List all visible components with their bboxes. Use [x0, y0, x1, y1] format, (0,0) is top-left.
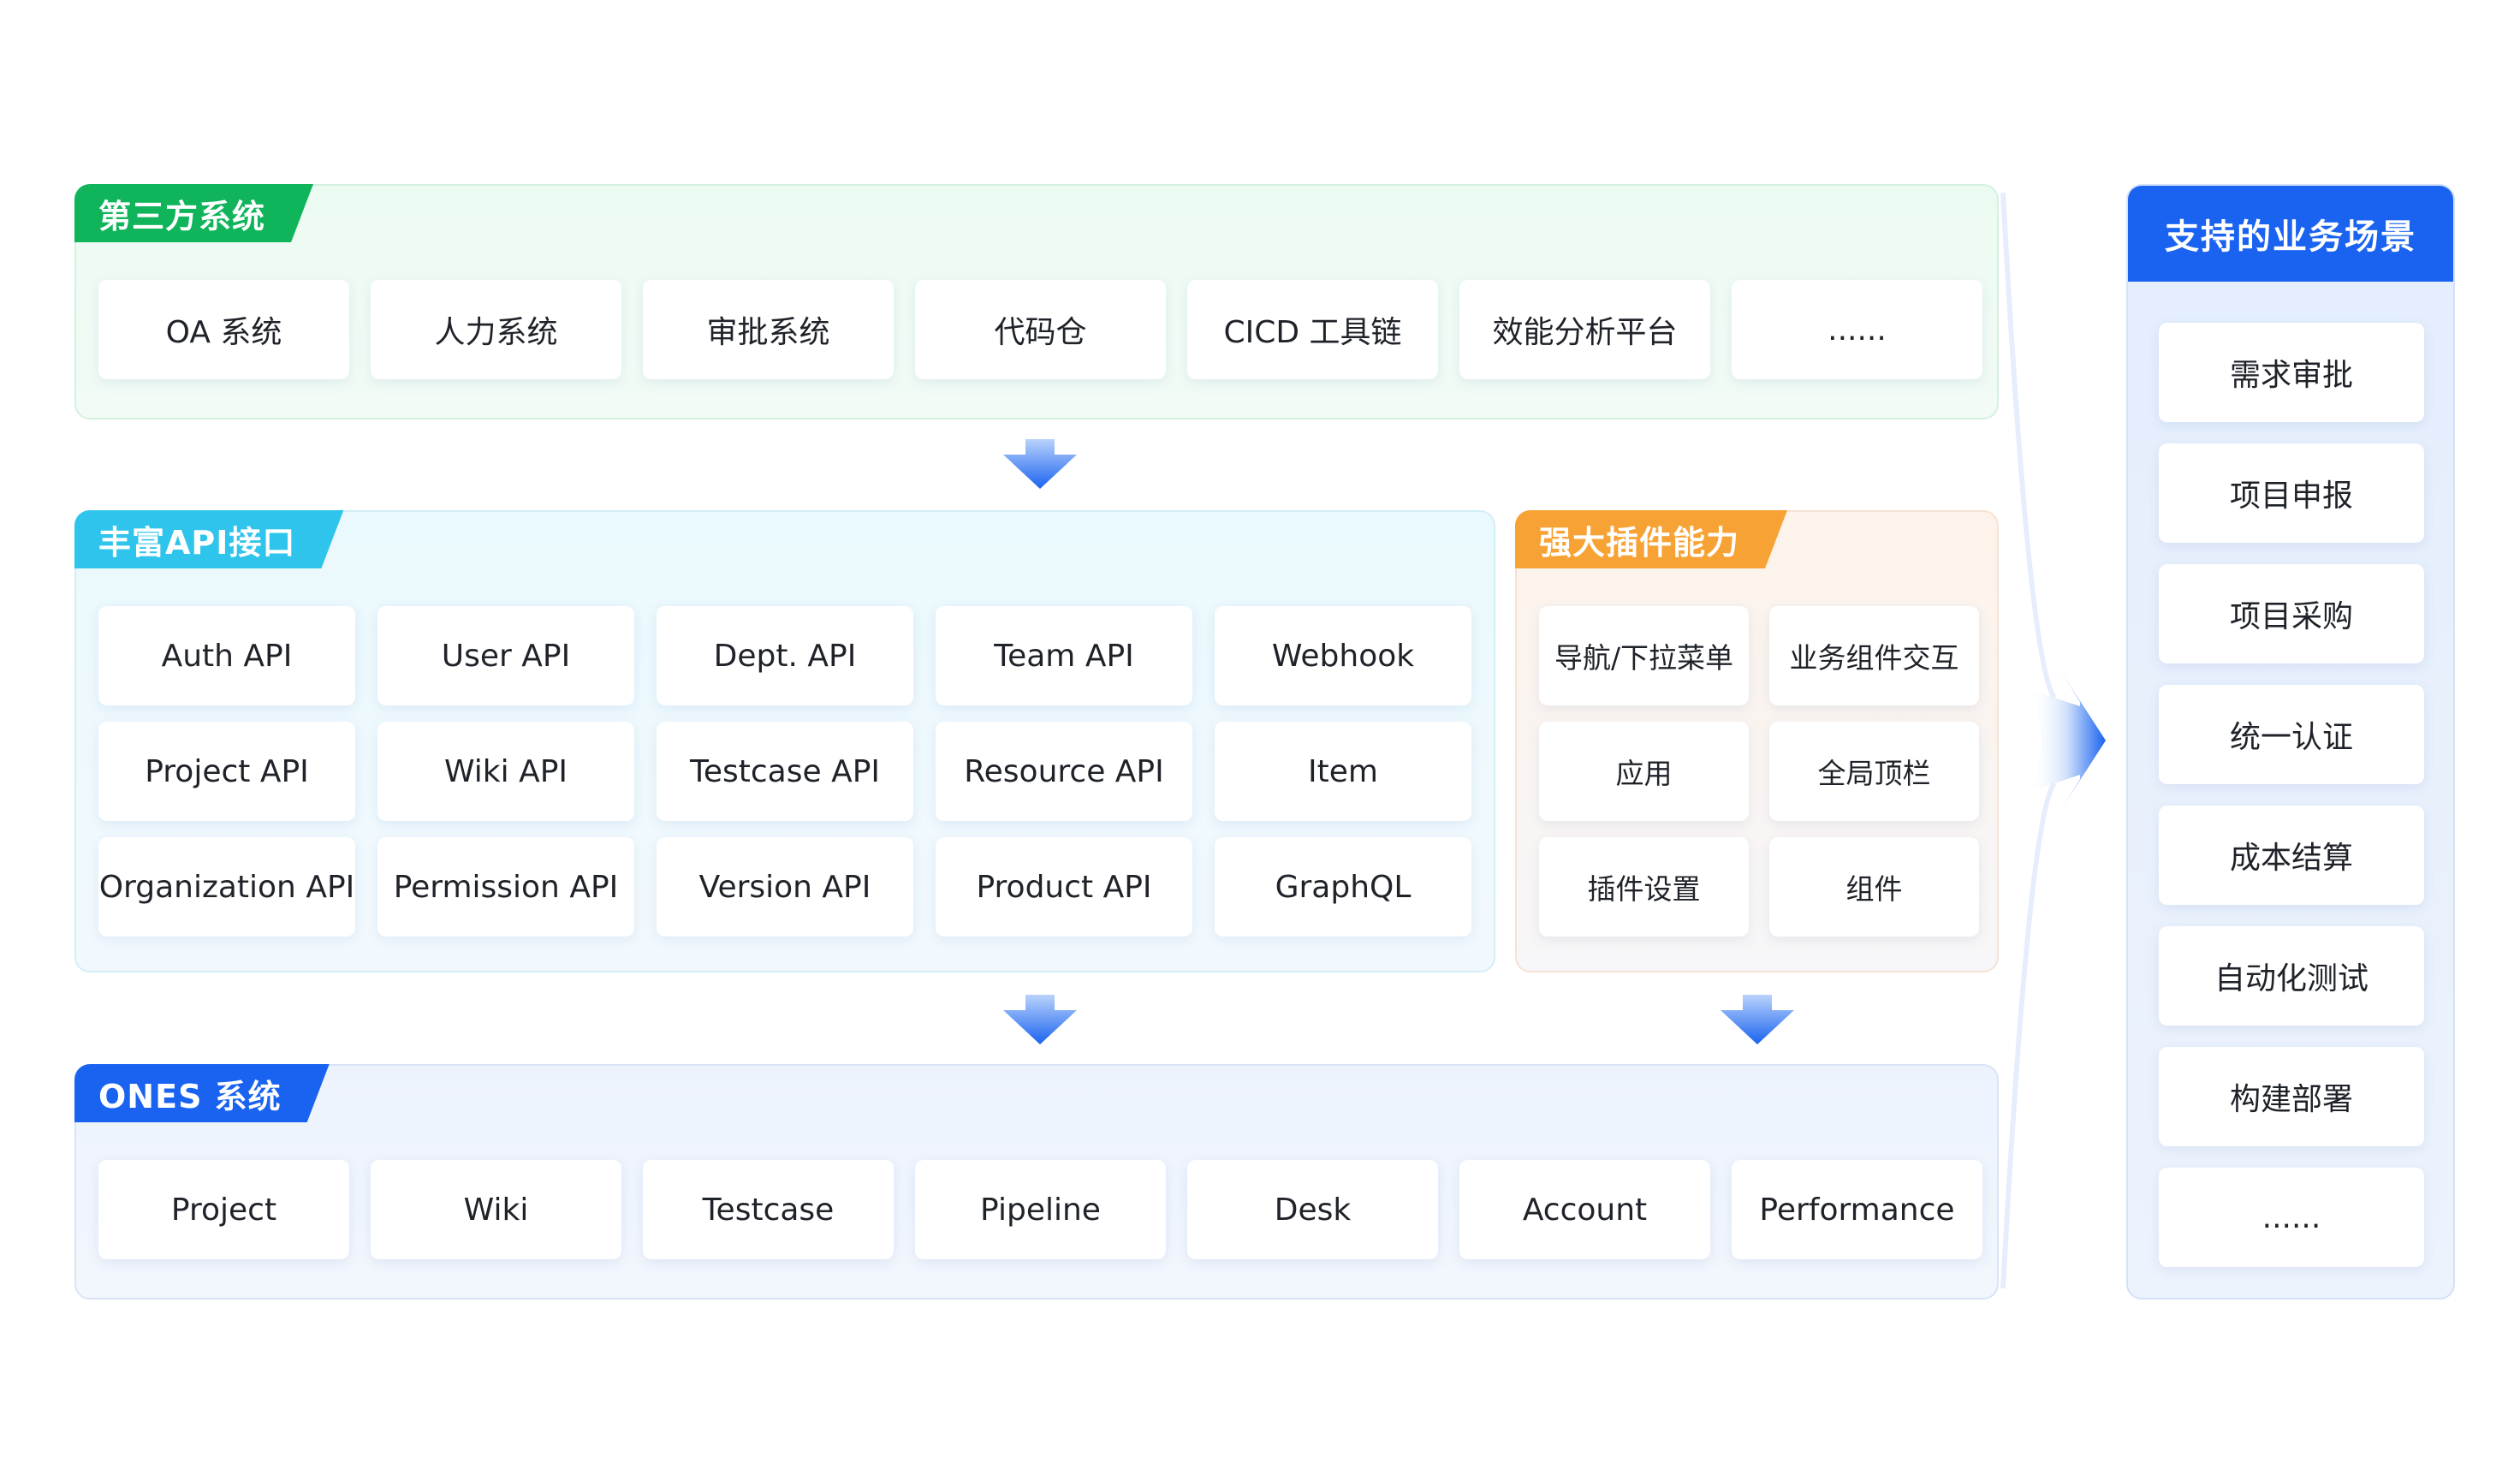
api-item: Resource API	[936, 722, 1192, 821]
arrow-down-icon	[1003, 995, 1077, 1044]
plugin-item: 应用	[1539, 722, 1749, 821]
api-item: GraphQL	[1215, 837, 1471, 937]
plugin-item: 业务组件交互	[1769, 606, 1979, 705]
api-item: Auth API	[98, 606, 355, 705]
third-party-item: CICD 工具链	[1187, 280, 1438, 379]
api-item: Organization API	[98, 837, 355, 937]
scene-item: 项目申报	[2159, 443, 2424, 543]
api-item: Project API	[98, 722, 355, 821]
api-item: User API	[377, 606, 634, 705]
plugin-panel: 强大插件能力 导航/下拉菜单 业务组件交互 应用 全局顶栏 插件设置 组件	[1515, 510, 1999, 972]
api-item: Wiki API	[377, 722, 634, 821]
plugin-title: 强大插件能力	[1515, 510, 1787, 568]
api-item: Version API	[657, 837, 913, 937]
api-item: Permission API	[377, 837, 634, 937]
third-party-item: 效能分析平台	[1459, 280, 1710, 379]
third-party-item: OA 系统	[98, 280, 349, 379]
ones-panel: ONES 系统 Project Wiki Testcase Pipeline D…	[74, 1064, 1999, 1300]
ones-item: Account	[1459, 1160, 1710, 1259]
scene-item: 成本结算	[2159, 806, 2424, 905]
ones-item: Testcase	[643, 1160, 894, 1259]
ones-item: Project	[98, 1160, 349, 1259]
third-party-item: ......	[1732, 280, 1982, 379]
api-item: Item	[1215, 722, 1471, 821]
third-party-item: 审批系统	[643, 280, 894, 379]
api-item: Webhook	[1215, 606, 1471, 705]
api-item: Team API	[936, 606, 1192, 705]
scenes-panel: 支持的业务场景 需求审批 项目申报 项目采购 统一认证 成本结算 自动化测试 构…	[2126, 184, 2455, 1300]
scene-item: 项目采购	[2159, 564, 2424, 663]
plugin-item: 组件	[1769, 837, 1979, 937]
third-party-title: 第三方系统	[74, 184, 313, 242]
ones-item: Pipeline	[915, 1160, 1166, 1259]
ones-title: ONES 系统	[74, 1064, 330, 1122]
scene-item: ......	[2159, 1168, 2424, 1267]
api-item: Product API	[936, 837, 1192, 937]
api-item: Testcase API	[657, 722, 913, 821]
ones-item: Wiki	[371, 1160, 621, 1259]
ones-item: Performance	[1732, 1160, 1982, 1259]
plugin-item: 导航/下拉菜单	[1539, 606, 1749, 705]
third-party-item: 人力系统	[371, 280, 621, 379]
api-panel: 丰富API接口 Auth API User API Dept. API Team…	[74, 510, 1495, 972]
ones-item: Desk	[1187, 1160, 1438, 1259]
scene-item: 构建部署	[2159, 1047, 2424, 1146]
arrow-down-icon	[1003, 439, 1077, 489]
scene-item: 统一认证	[2159, 685, 2424, 784]
plugin-item: 全局顶栏	[1769, 722, 1979, 821]
bracket-arrow-icon	[2000, 192, 2106, 1289]
api-item: Dept. API	[657, 606, 913, 705]
third-party-panel: 第三方系统 OA 系统 人力系统 审批系统 代码仓 CICD 工具链 效能分析平…	[74, 184, 1999, 419]
arrow-down-icon	[1721, 995, 1794, 1044]
plugin-item: 插件设置	[1539, 837, 1749, 937]
scene-item: 自动化测试	[2159, 926, 2424, 1026]
api-title: 丰富API接口	[74, 510, 343, 568]
third-party-item: 代码仓	[915, 280, 1166, 379]
scenes-title: 支持的业务场景	[2128, 186, 2453, 282]
scene-item: 需求审批	[2159, 323, 2424, 422]
